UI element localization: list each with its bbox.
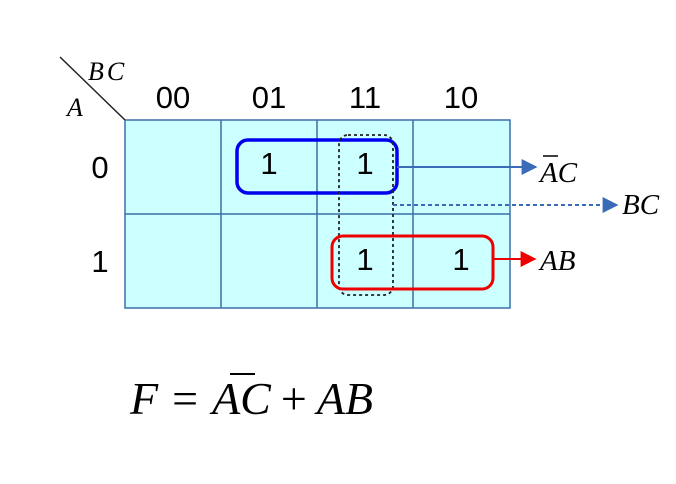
col-header-01: 01: [252, 80, 286, 115]
group-bc: [338, 134, 394, 296]
cell-1-2: 1: [356, 242, 373, 277]
row-header-1: 1: [91, 244, 108, 279]
equation-term1-c: C: [240, 373, 272, 424]
label-bc: BC: [622, 189, 660, 221]
col-header-10: 10: [444, 80, 478, 115]
corner-col-vars: BC: [88, 57, 127, 86]
col-header-00: 00: [156, 80, 190, 115]
corner-diagonal: [59, 56, 126, 121]
row-header-0: 0: [91, 150, 108, 185]
corner-row-var: A: [65, 93, 83, 122]
label-ac-bar: AC: [538, 157, 578, 189]
equation-plus: +: [281, 373, 307, 424]
label-ab: AB: [538, 245, 576, 277]
cell-0-1: 1: [260, 146, 277, 181]
equation-term1-a: A: [209, 373, 241, 424]
cell-0-2: 1: [356, 146, 373, 181]
equation-eq: =: [172, 373, 198, 424]
equation: F =AC+AB: [129, 373, 373, 424]
label-ac-bar-c: C: [558, 157, 578, 189]
equation-lhs: F: [129, 373, 159, 424]
cell-1-3: 1: [452, 242, 469, 277]
equation-term2: AB: [314, 373, 373, 424]
col-header-11: 11: [349, 80, 381, 115]
group-ab: [330, 234, 495, 291]
label-ac-bar-a: A: [538, 157, 558, 189]
